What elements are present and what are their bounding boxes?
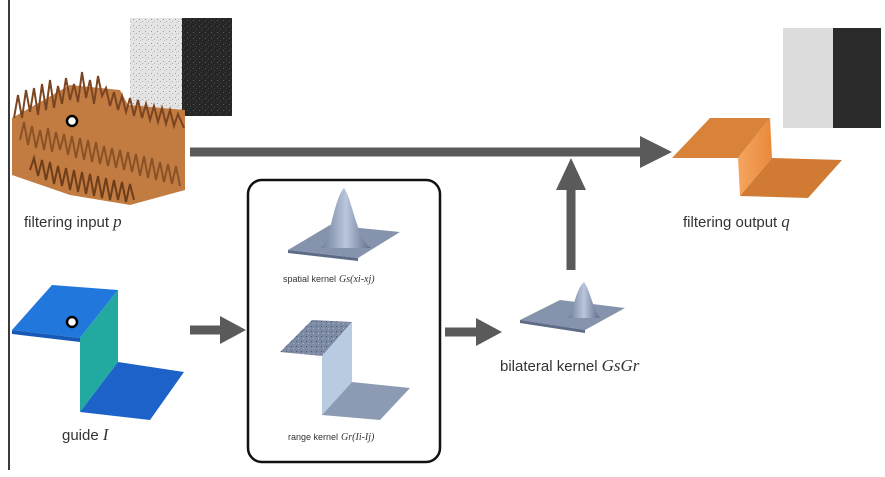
filtering-input-surface	[12, 71, 185, 205]
range-kernel-surface	[280, 320, 410, 420]
spatial-kernel-surface	[288, 188, 400, 261]
pixel-marker-guide	[65, 315, 79, 329]
filtering-output-surface	[672, 118, 842, 198]
pixel-marker-input	[65, 114, 79, 128]
left-border-line	[8, 0, 10, 470]
arrow-input-to-output	[190, 136, 672, 168]
guide-surface	[12, 285, 184, 420]
output-image-patch	[783, 28, 881, 128]
arrow-kernels-to-bilateral	[445, 318, 502, 346]
bilateral-kernel-surface	[520, 282, 625, 333]
arrow-guide-to-kernels	[190, 316, 246, 344]
arrow-bilateral-to-output	[556, 158, 586, 270]
input-image-patch	[130, 18, 232, 116]
